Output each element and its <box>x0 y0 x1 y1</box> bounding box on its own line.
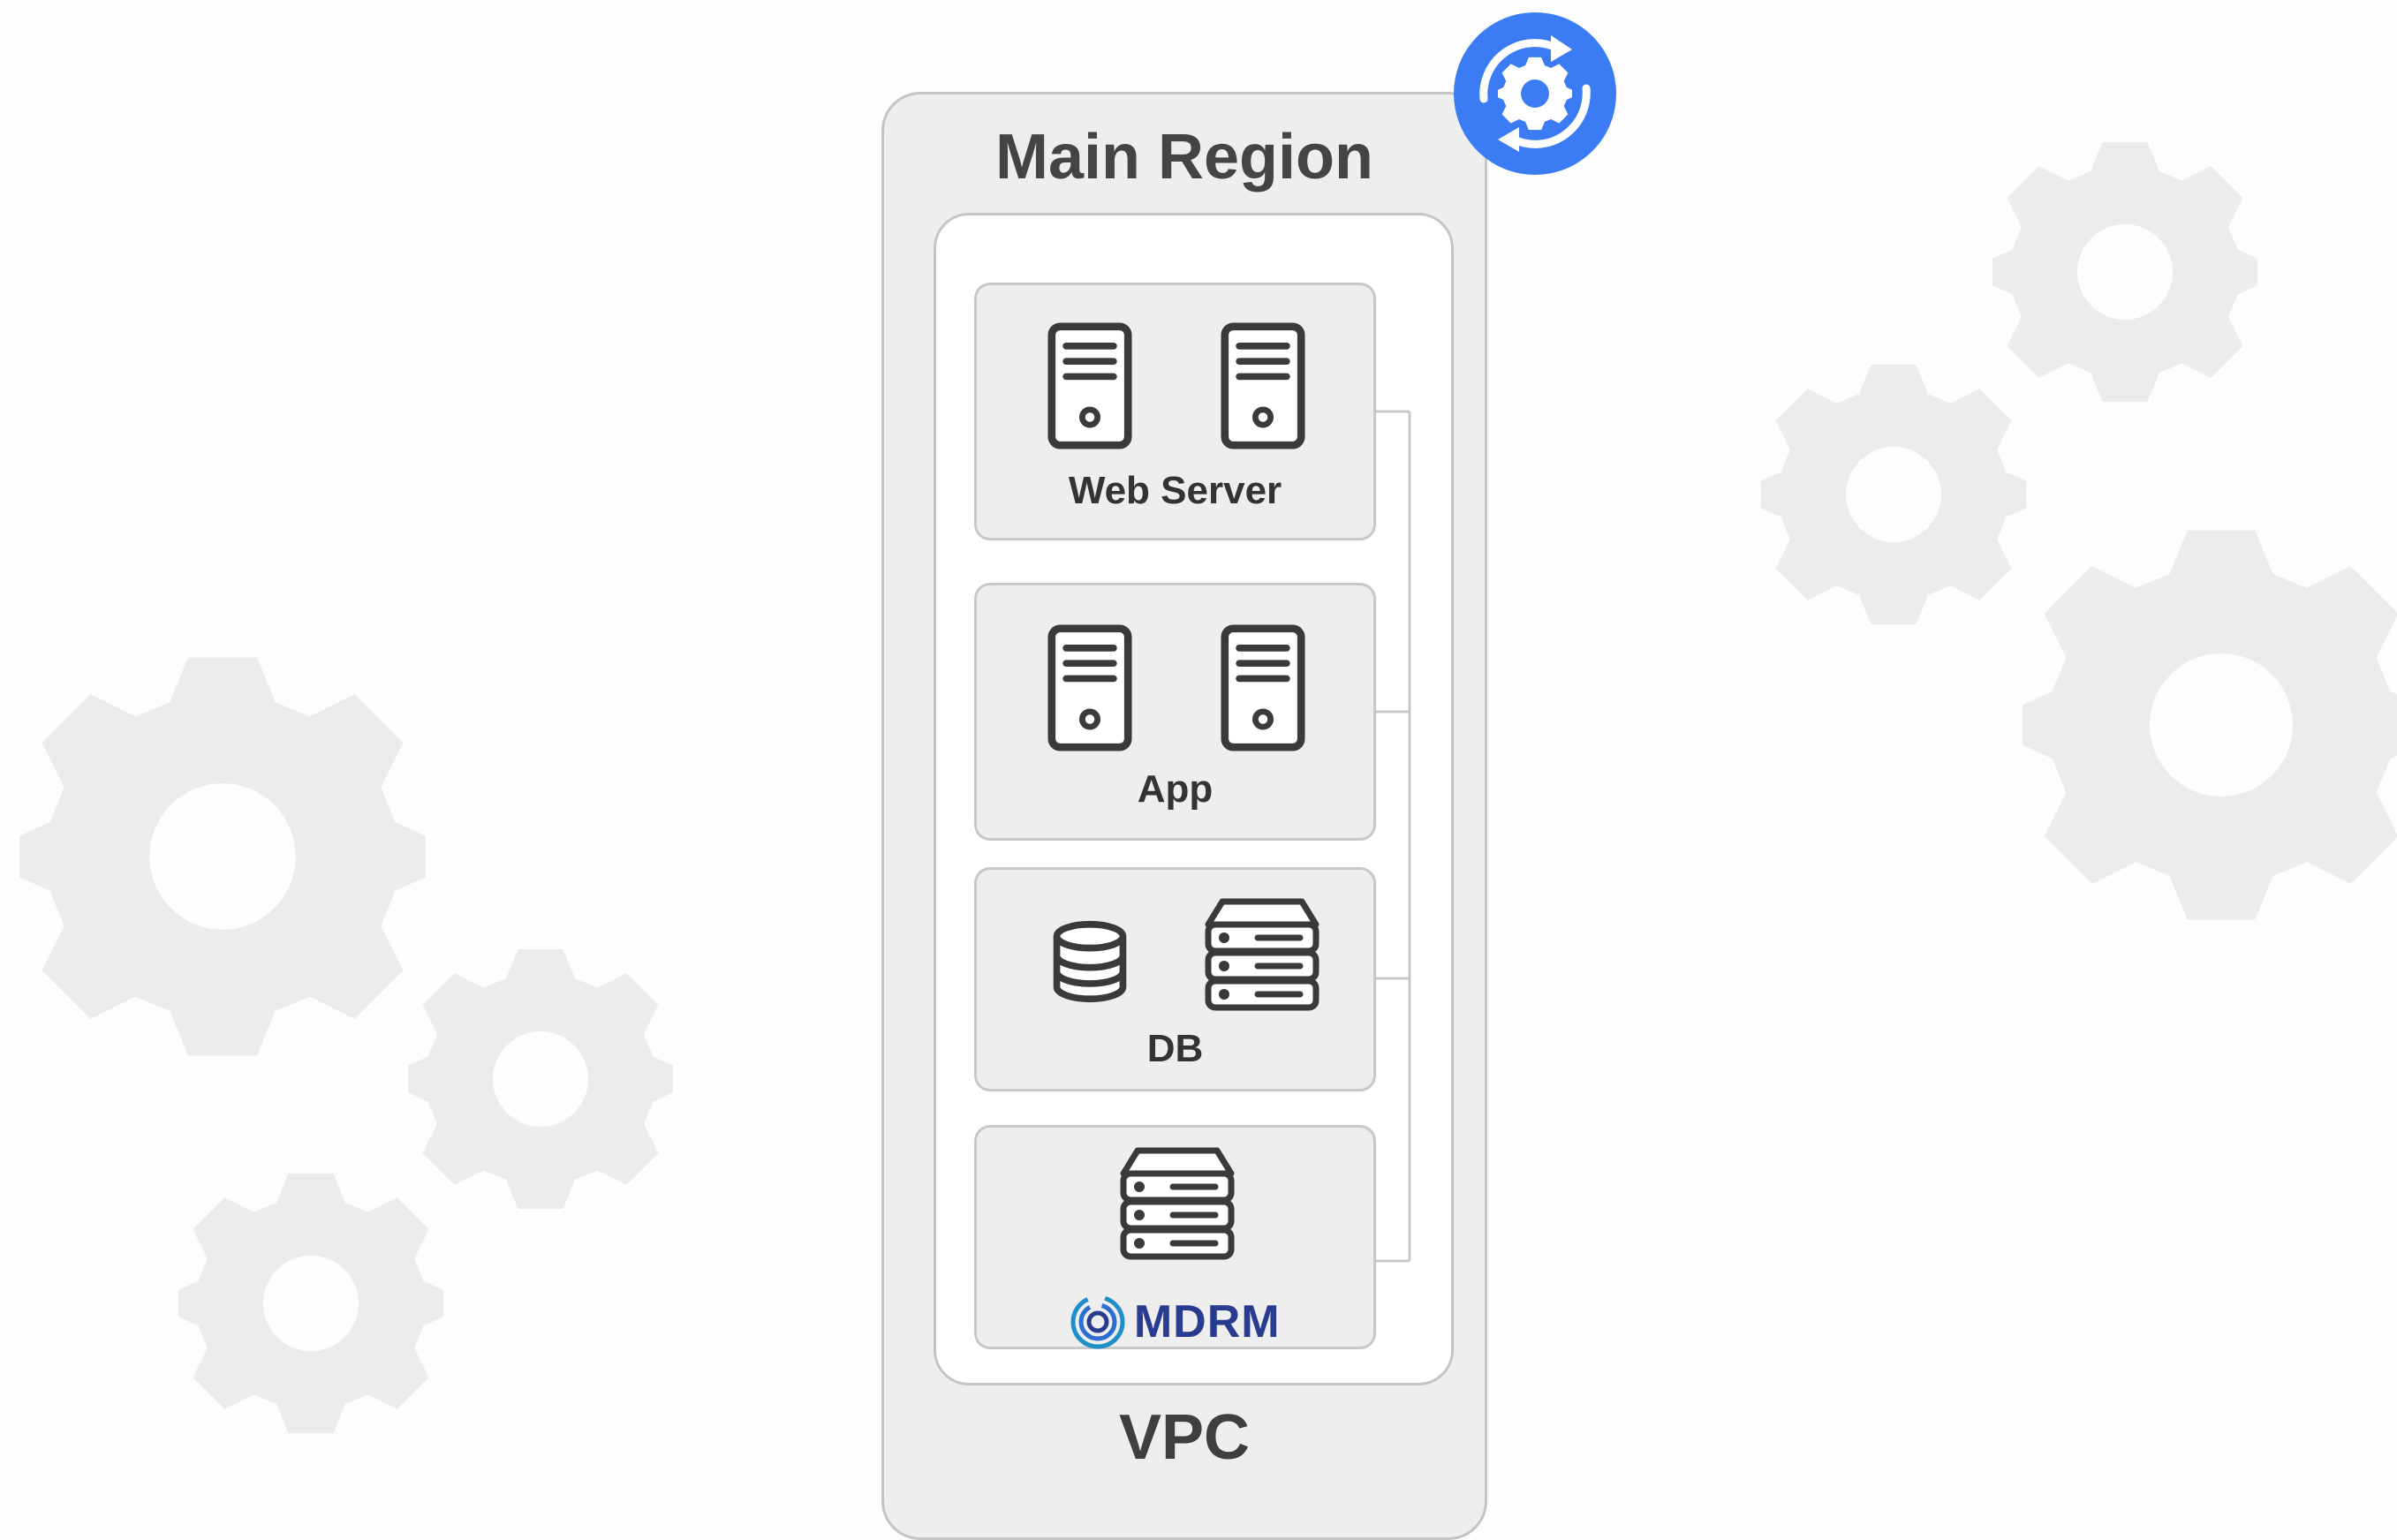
tier-label-app: App <box>1137 767 1214 811</box>
vpc-label: VPC <box>1118 1402 1251 1473</box>
sync-gear-icon <box>1454 12 1616 175</box>
mdrm-label: MDRM <box>1133 1296 1281 1348</box>
tier-connector <box>1376 410 1411 1263</box>
tier-app: App <box>974 583 1376 841</box>
tier-mdrm: MDRM <box>974 1125 1376 1349</box>
gear-icon <box>19 657 426 1056</box>
region-title: Main Region <box>995 122 1373 192</box>
tier-web-server: Web Server <box>974 283 1376 540</box>
mdrm-logo: MDRM <box>977 1294 1373 1357</box>
vpc-container: Web Server App DB MDRM <box>934 213 1454 1385</box>
gear-icon <box>408 949 673 1209</box>
tier-label-db: DB <box>1146 1027 1204 1070</box>
gear-icon <box>178 1174 443 1433</box>
main-region: Main Region Web Server App DB <box>881 92 1487 1540</box>
gear-icon <box>2023 530 2397 920</box>
gear-icon <box>1761 365 2026 624</box>
tier-db: DB <box>974 867 1376 1091</box>
gear-icon <box>1992 142 2257 402</box>
mdrm-logo-icon <box>1070 1295 1125 1349</box>
tier-label-web-server: Web Server <box>1068 469 1282 512</box>
